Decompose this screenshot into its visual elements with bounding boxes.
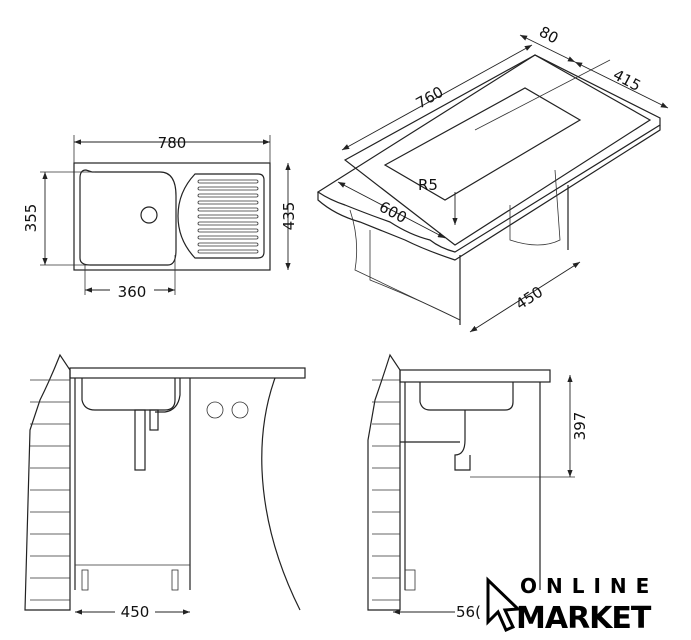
- drainer-rib: [197, 221, 259, 226]
- dim-360: 360: [118, 283, 147, 301]
- top-view: 780 355 435 360: [22, 134, 298, 301]
- drainer-rib: [197, 214, 259, 219]
- cursor-icon: [486, 576, 522, 632]
- side-view: 397 56(: [367, 353, 589, 621]
- drainer-rib: [197, 207, 259, 212]
- drainer-rib: [197, 200, 259, 205]
- dim-80: 80: [536, 23, 561, 48]
- dim-397: 397: [571, 412, 589, 441]
- dim-355: 355: [22, 204, 40, 233]
- drainer-rib: [197, 235, 259, 240]
- drainer-rib: [197, 186, 259, 191]
- online-market-logo: ONLINE MARKET: [486, 574, 658, 636]
- dim-435: 435: [280, 202, 298, 231]
- front-view: 450: [24, 353, 306, 621]
- iso-view: 760 80 415 R5 600 450: [316, 23, 669, 333]
- dim-600: 600: [376, 198, 410, 227]
- drainer-rib: [197, 242, 259, 247]
- drainer-rib: [197, 249, 259, 254]
- drainer: [177, 173, 265, 259]
- logo-line2: MARKET: [516, 601, 652, 636]
- logo-line1: ONLINE: [520, 574, 658, 598]
- drainer-rib: [197, 179, 259, 184]
- dim-560: 56(: [456, 603, 481, 621]
- dim-415: 415: [610, 66, 644, 95]
- bowl: [79, 169, 177, 266]
- radius-r5: R5: [418, 176, 438, 194]
- drain-icon: [140, 206, 158, 224]
- drainer-rib: [197, 228, 259, 233]
- dim-450-front: 450: [121, 603, 150, 621]
- drainer-rib: [197, 193, 259, 198]
- dim-780: 780: [158, 134, 187, 152]
